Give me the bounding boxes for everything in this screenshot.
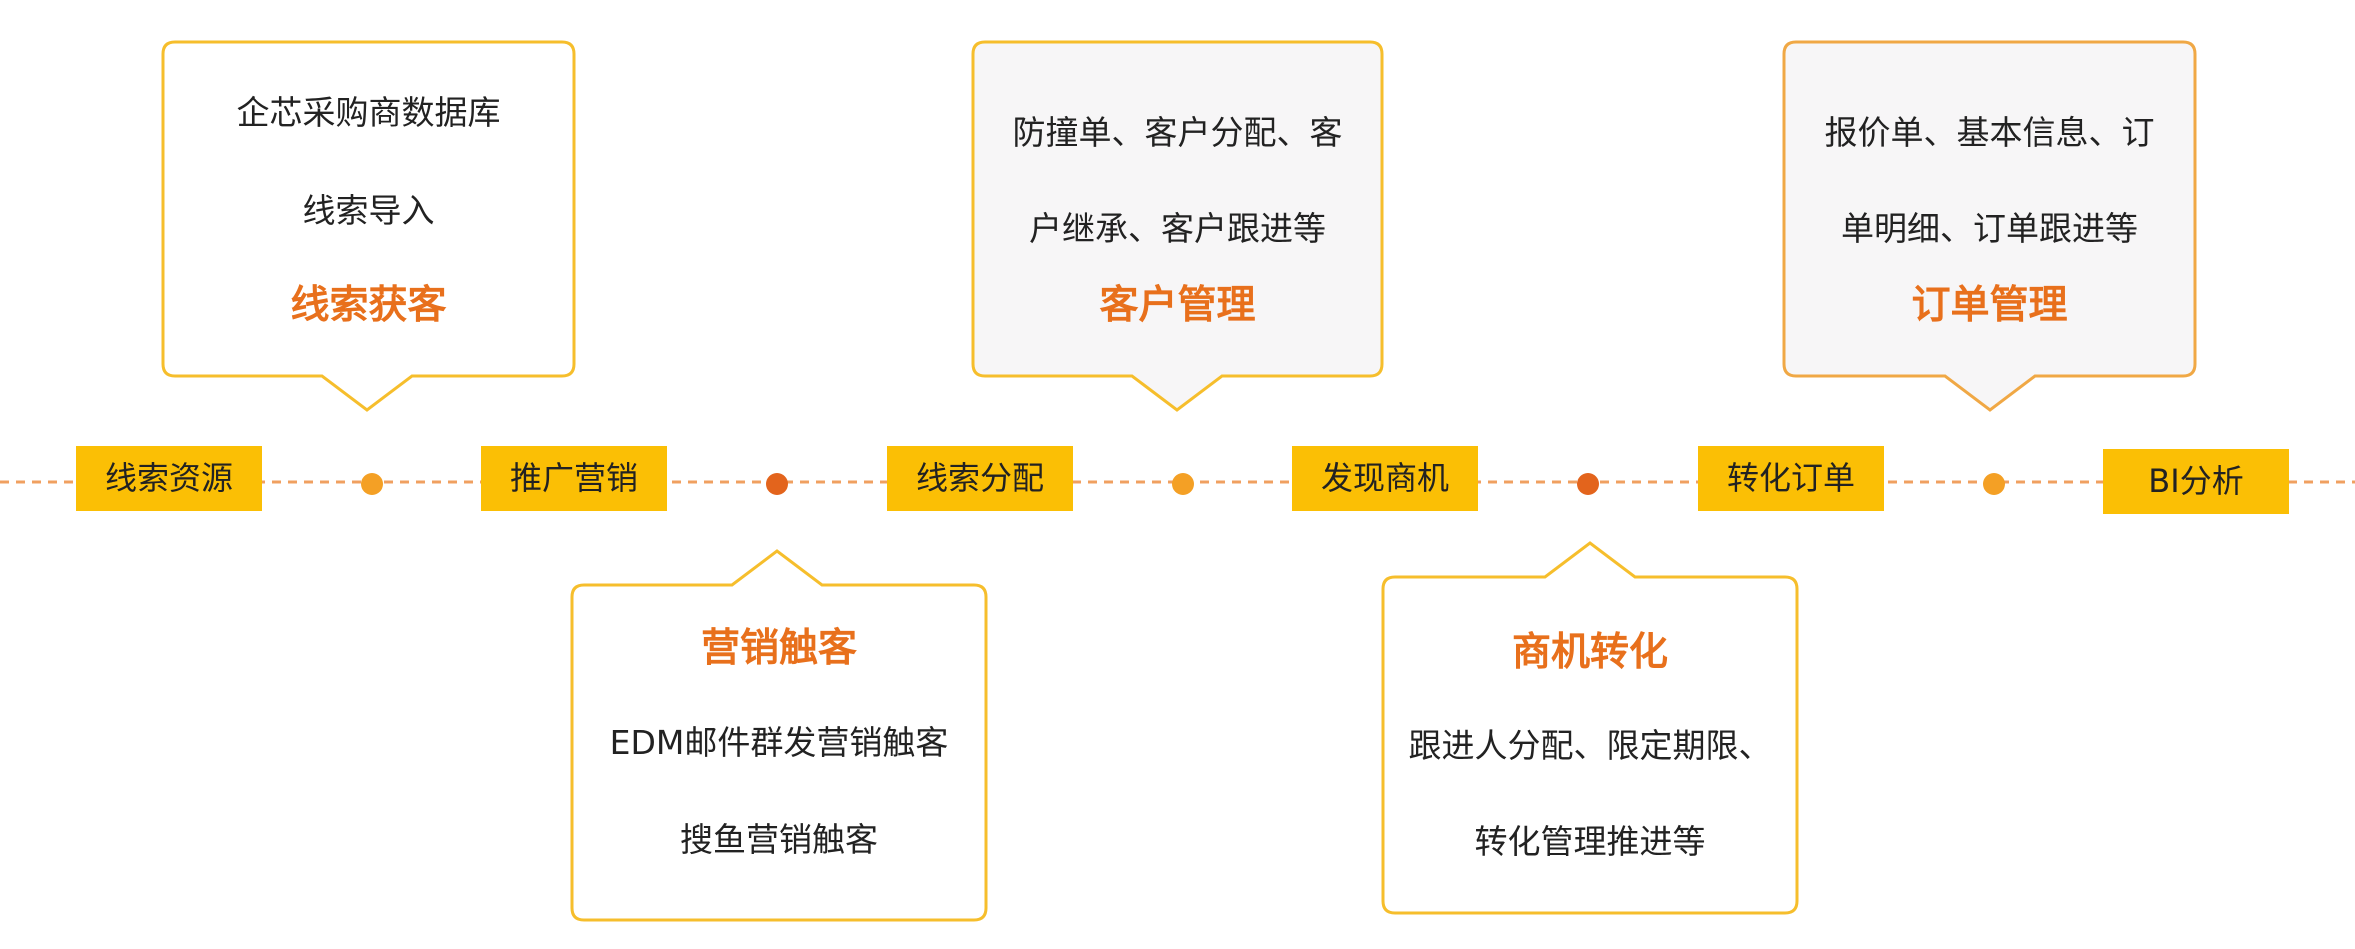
callout-2-line-2: 搜鱼营销触客	[680, 820, 878, 859]
stage-label-5: 转化订单	[1726, 459, 1855, 497]
callout-1-line-1: 企芯采购商数据库	[236, 93, 501, 132]
stage-label-3: 线索分配	[915, 459, 1044, 497]
callout-box-1	[161, 40, 576, 412]
stage-label-4: 发现商机	[1320, 459, 1449, 497]
stage-label-6: BI分析	[2148, 462, 2244, 500]
timeline-dot-3	[1172, 473, 1194, 495]
stage-box-2	[481, 446, 667, 511]
callout-4-line-2: 转化管理推进等	[1474, 822, 1706, 861]
timeline-dot-2	[766, 473, 788, 495]
callout-box-3	[971, 40, 1384, 412]
stage-box-1	[76, 446, 262, 511]
timeline-dot-1	[361, 473, 383, 495]
callout-2-line-1: EDM邮件群发营销触客	[609, 723, 949, 762]
timeline-dot-4	[1577, 473, 1599, 495]
stage-label-2: 推广营销	[509, 459, 638, 497]
callout-box-2	[570, 549, 988, 922]
callout-3-line-1: 防撞单、客户分配、客	[1012, 113, 1343, 152]
timeline-dot-5	[1983, 473, 2005, 495]
callout-4-title: 商机转化	[1511, 630, 1668, 675]
stage-box-6	[2103, 449, 2289, 514]
callout-3-title: 客户管理	[1099, 283, 1256, 328]
callout-box-4	[1381, 541, 1799, 915]
callout-3-line-2: 户继承、客户跟进等	[1029, 209, 1326, 248]
callout-5-line-2: 单明细、订单跟进等	[1841, 209, 2138, 248]
callout-2-title: 营销触客	[700, 626, 857, 671]
callout-4-line-1: 跟进人分配、限定期限、	[1408, 726, 1772, 765]
callout-5-line-1: 报价单、基本信息、订	[1824, 113, 2155, 152]
stage-label-1: 线索资源	[104, 459, 233, 497]
stage-box-4	[1292, 446, 1478, 511]
callout-1-title: 线索获客	[290, 283, 447, 328]
callout-5-title: 订单管理	[1911, 283, 2068, 328]
callout-box-5	[1782, 40, 2197, 412]
stage-box-5	[1698, 446, 1884, 511]
callout-1-line-2: 线索导入	[302, 191, 435, 230]
stage-box-3	[887, 446, 1073, 511]
